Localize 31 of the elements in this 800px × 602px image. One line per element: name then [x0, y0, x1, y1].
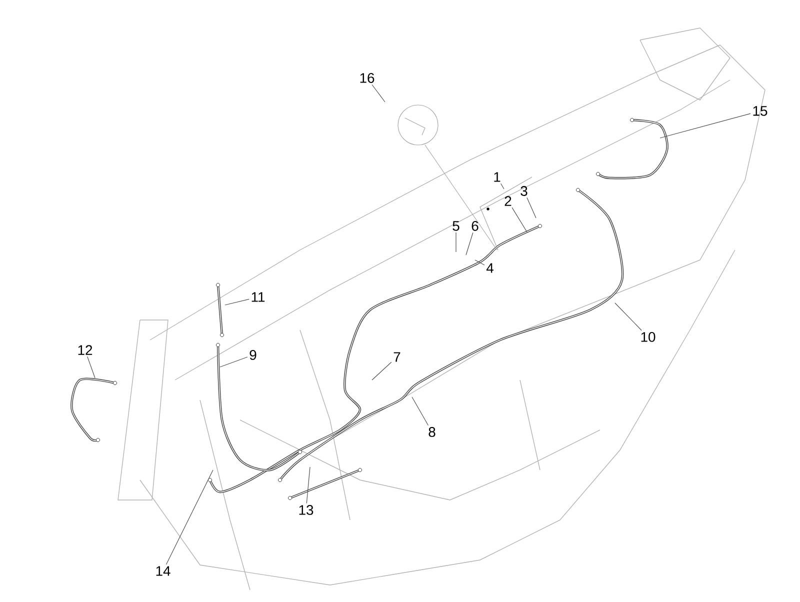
leader-line [500, 183, 504, 190]
leader-line [372, 362, 392, 380]
callout-number: 8 [428, 427, 436, 437]
leader-line [512, 207, 528, 232]
leader-line [614, 302, 642, 331]
leader-line [526, 197, 536, 218]
leader-line [466, 232, 474, 256]
callout-number: 4 [486, 263, 494, 273]
leader-line [660, 113, 751, 138]
callout-number: 15 [753, 106, 768, 116]
callout-number: 13 [299, 505, 314, 515]
callout-number: 1 [494, 172, 500, 182]
leader-line [87, 356, 96, 378]
callout-number: 14 [156, 566, 170, 576]
callout-number: 6 [472, 221, 478, 231]
leader-line [220, 356, 248, 368]
callout-number: 12 [78, 345, 92, 355]
callout-number: 9 [250, 350, 256, 360]
leader-line [412, 396, 429, 426]
callout-number: 5 [452, 221, 460, 231]
leader-line [306, 466, 310, 504]
callout-number: 10 [641, 332, 656, 342]
callout-number: 16 [360, 73, 374, 83]
callout-number: 3 [520, 186, 528, 196]
leader-line [372, 84, 386, 102]
callout-number: 11 [252, 292, 265, 302]
leader-line [166, 470, 214, 565]
callout-number: 7 [394, 352, 400, 362]
callout-number: 2 [504, 196, 512, 206]
leader-line [474, 260, 485, 266]
leader-line [224, 298, 250, 306]
